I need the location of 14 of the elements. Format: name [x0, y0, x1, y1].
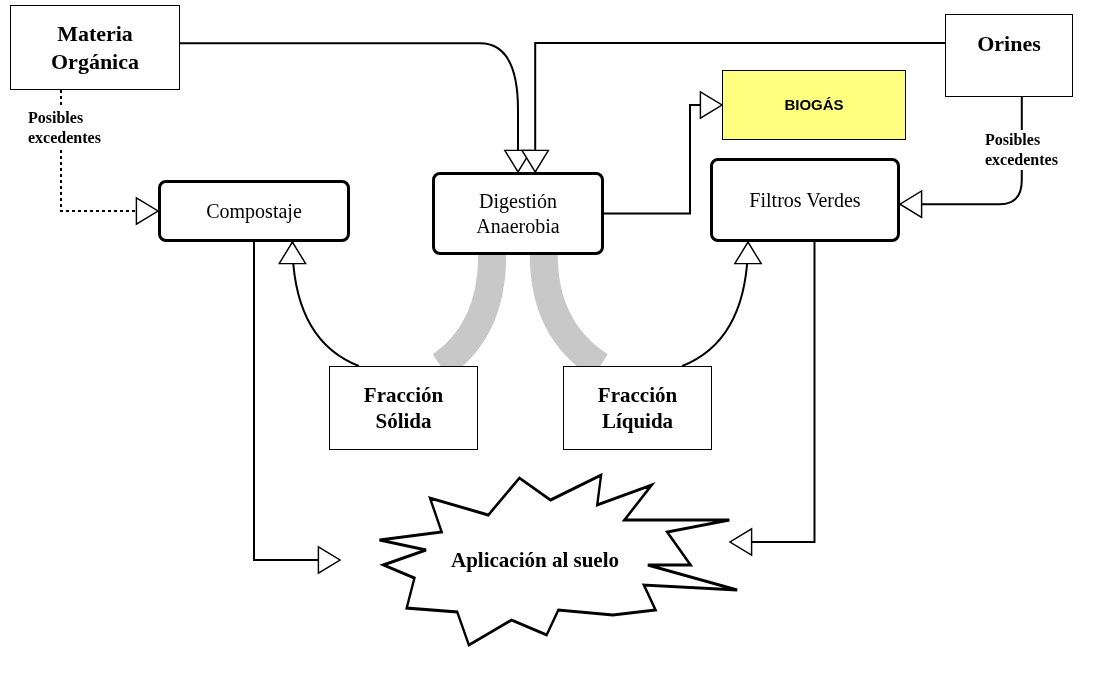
- source-box: Materia Orgánica: [10, 5, 180, 90]
- process-box: Compostaje: [158, 180, 350, 242]
- arrow: [681, 241, 762, 367]
- arrow: [521, 42, 946, 173]
- fraction-box: Fracción Líquida: [563, 366, 712, 450]
- process-box: Filtros Verdes: [710, 158, 900, 242]
- fraction-box: Fracción Sólida: [329, 366, 478, 450]
- output-box: BIOGÁS: [722, 70, 906, 140]
- arrow: [253, 241, 341, 574]
- arrow: [279, 241, 360, 367]
- source-box: Orines: [945, 14, 1073, 97]
- process-box: Digestión Anaerobia: [432, 172, 604, 255]
- arrow: [603, 91, 723, 215]
- arrow: [729, 241, 816, 556]
